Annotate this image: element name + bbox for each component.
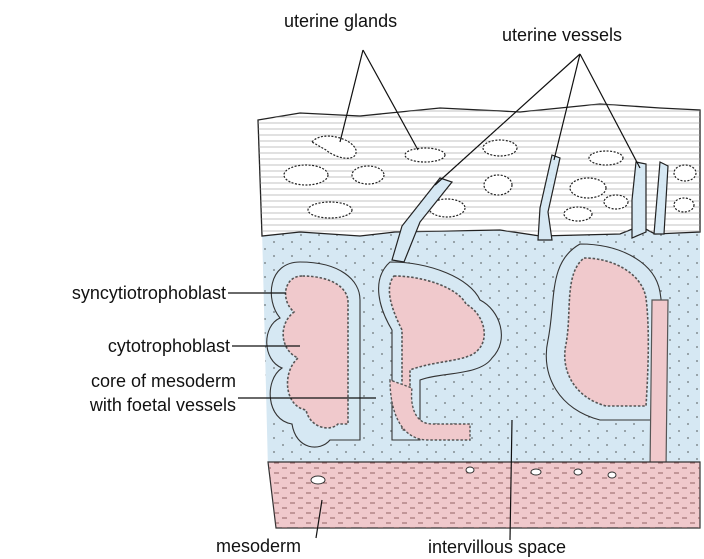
uterine-gland <box>589 151 623 165</box>
uterine-gland <box>484 175 512 195</box>
villus-right-core <box>565 258 649 406</box>
label-with-foetal-vessels: with foetal vessels <box>90 394 236 416</box>
mesoderm-plate <box>268 462 700 528</box>
label-core-of-mesoderm: core of mesoderm <box>91 370 236 392</box>
foetal-vessel <box>531 469 541 475</box>
label-syncytiotrophoblast: syncytiotrophoblast <box>72 282 226 304</box>
foetal-vessel <box>608 472 616 478</box>
uterine-gland <box>352 166 384 184</box>
foetal-vessel <box>311 476 325 484</box>
foetal-vessel <box>466 467 474 473</box>
label-uterine-glands: uterine glands <box>284 10 397 32</box>
label-cytotrophoblast: cytotrophoblast <box>108 335 230 357</box>
uterine-gland <box>308 202 352 218</box>
anchoring-villus <box>650 300 668 470</box>
foetal-vessel <box>574 469 582 475</box>
uterine-gland <box>483 140 517 156</box>
uterine-gland <box>674 165 696 181</box>
label-mesoderm: mesoderm <box>216 535 301 557</box>
uterine-gland <box>564 207 592 221</box>
uterine-gland <box>674 198 694 212</box>
label-uterine-vessels: uterine vessels <box>502 24 622 46</box>
label-intervillous-space: intervillous space <box>428 536 566 558</box>
uterine-gland <box>405 148 445 162</box>
uterine-gland <box>570 178 606 198</box>
uterine-gland <box>604 195 628 209</box>
uterine-gland <box>284 165 328 185</box>
